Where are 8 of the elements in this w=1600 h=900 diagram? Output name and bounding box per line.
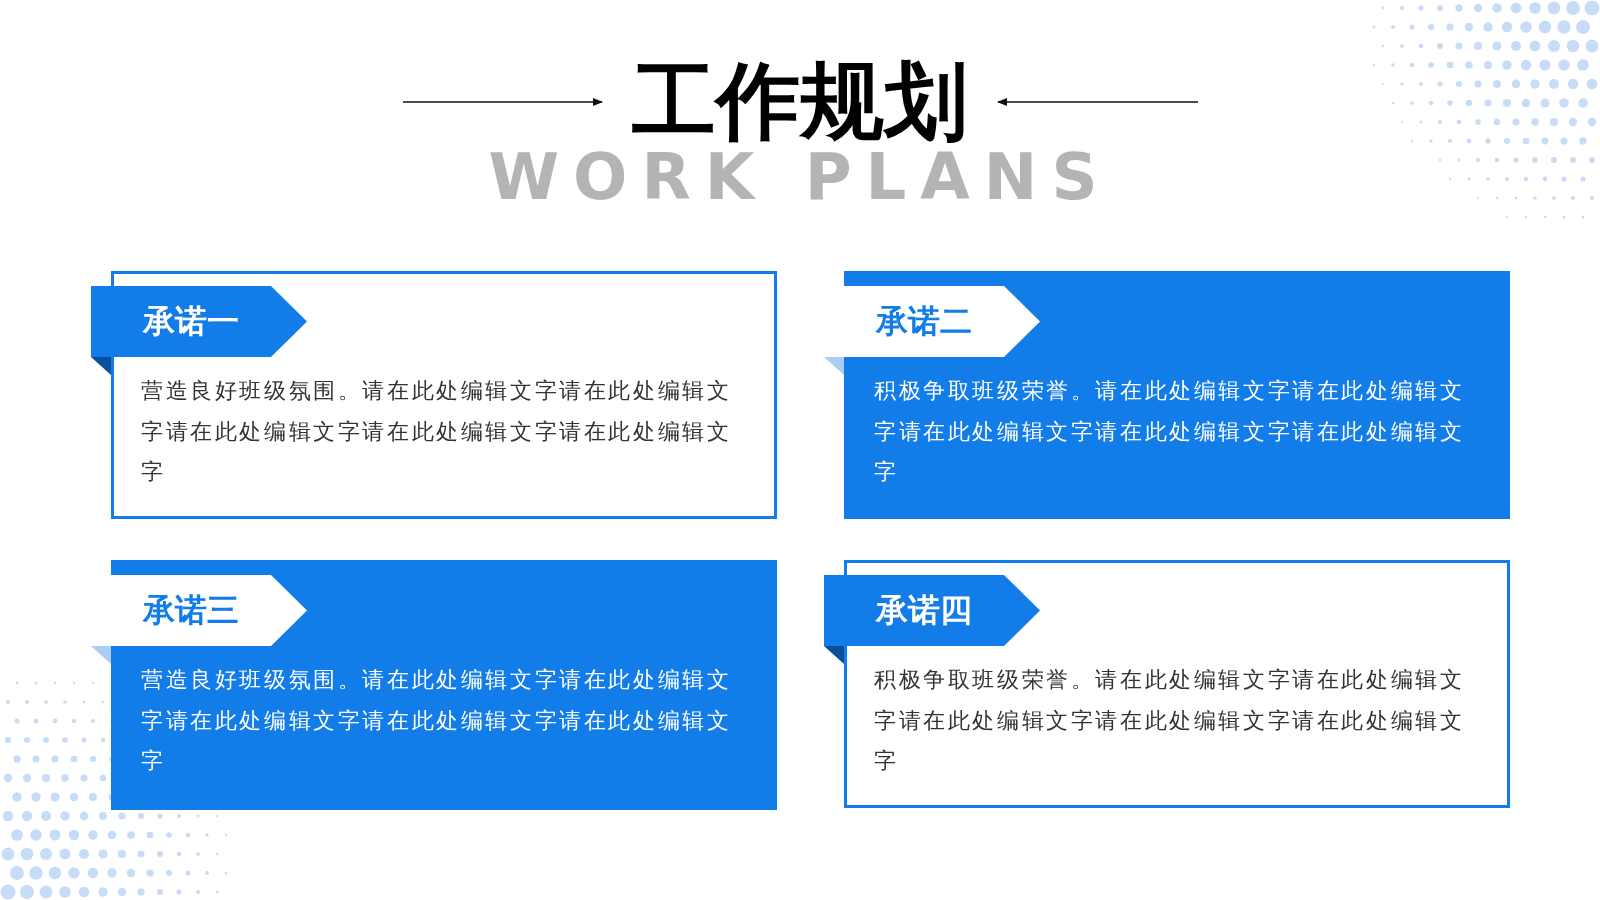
watermark-subtitle: WORK PLANS (487, 142, 1113, 212)
body-text: 积极争取班级荣誉。请在此处编辑文字请在此处编辑文字请在此处编辑文字请在此处编辑文字请在此处编辑文字 (874, 377, 1466, 486)
title: 工作规划 (631, 58, 969, 144)
tag-heading: 承诺一 (91, 286, 307, 357)
body-text: 营造良好班级氛围。请在此处编辑文字请在此处编辑文字请在此处编辑文字请在此处编辑文字请在此处编辑文字 (141, 666, 733, 775)
body-text: 营造良好班级氛围。请在此处编辑文字请在此处编辑文字请在此处编辑文字请在此处编辑文字请在此处编辑文字 (141, 377, 733, 486)
tag-heading: 承诺四 (824, 575, 1040, 646)
body-text: 积极争取班级荣誉。请在此处编辑文字请在此处编辑文字请在此处编辑文字请在此处编辑文字请在此处编辑文字 (874, 666, 1466, 775)
